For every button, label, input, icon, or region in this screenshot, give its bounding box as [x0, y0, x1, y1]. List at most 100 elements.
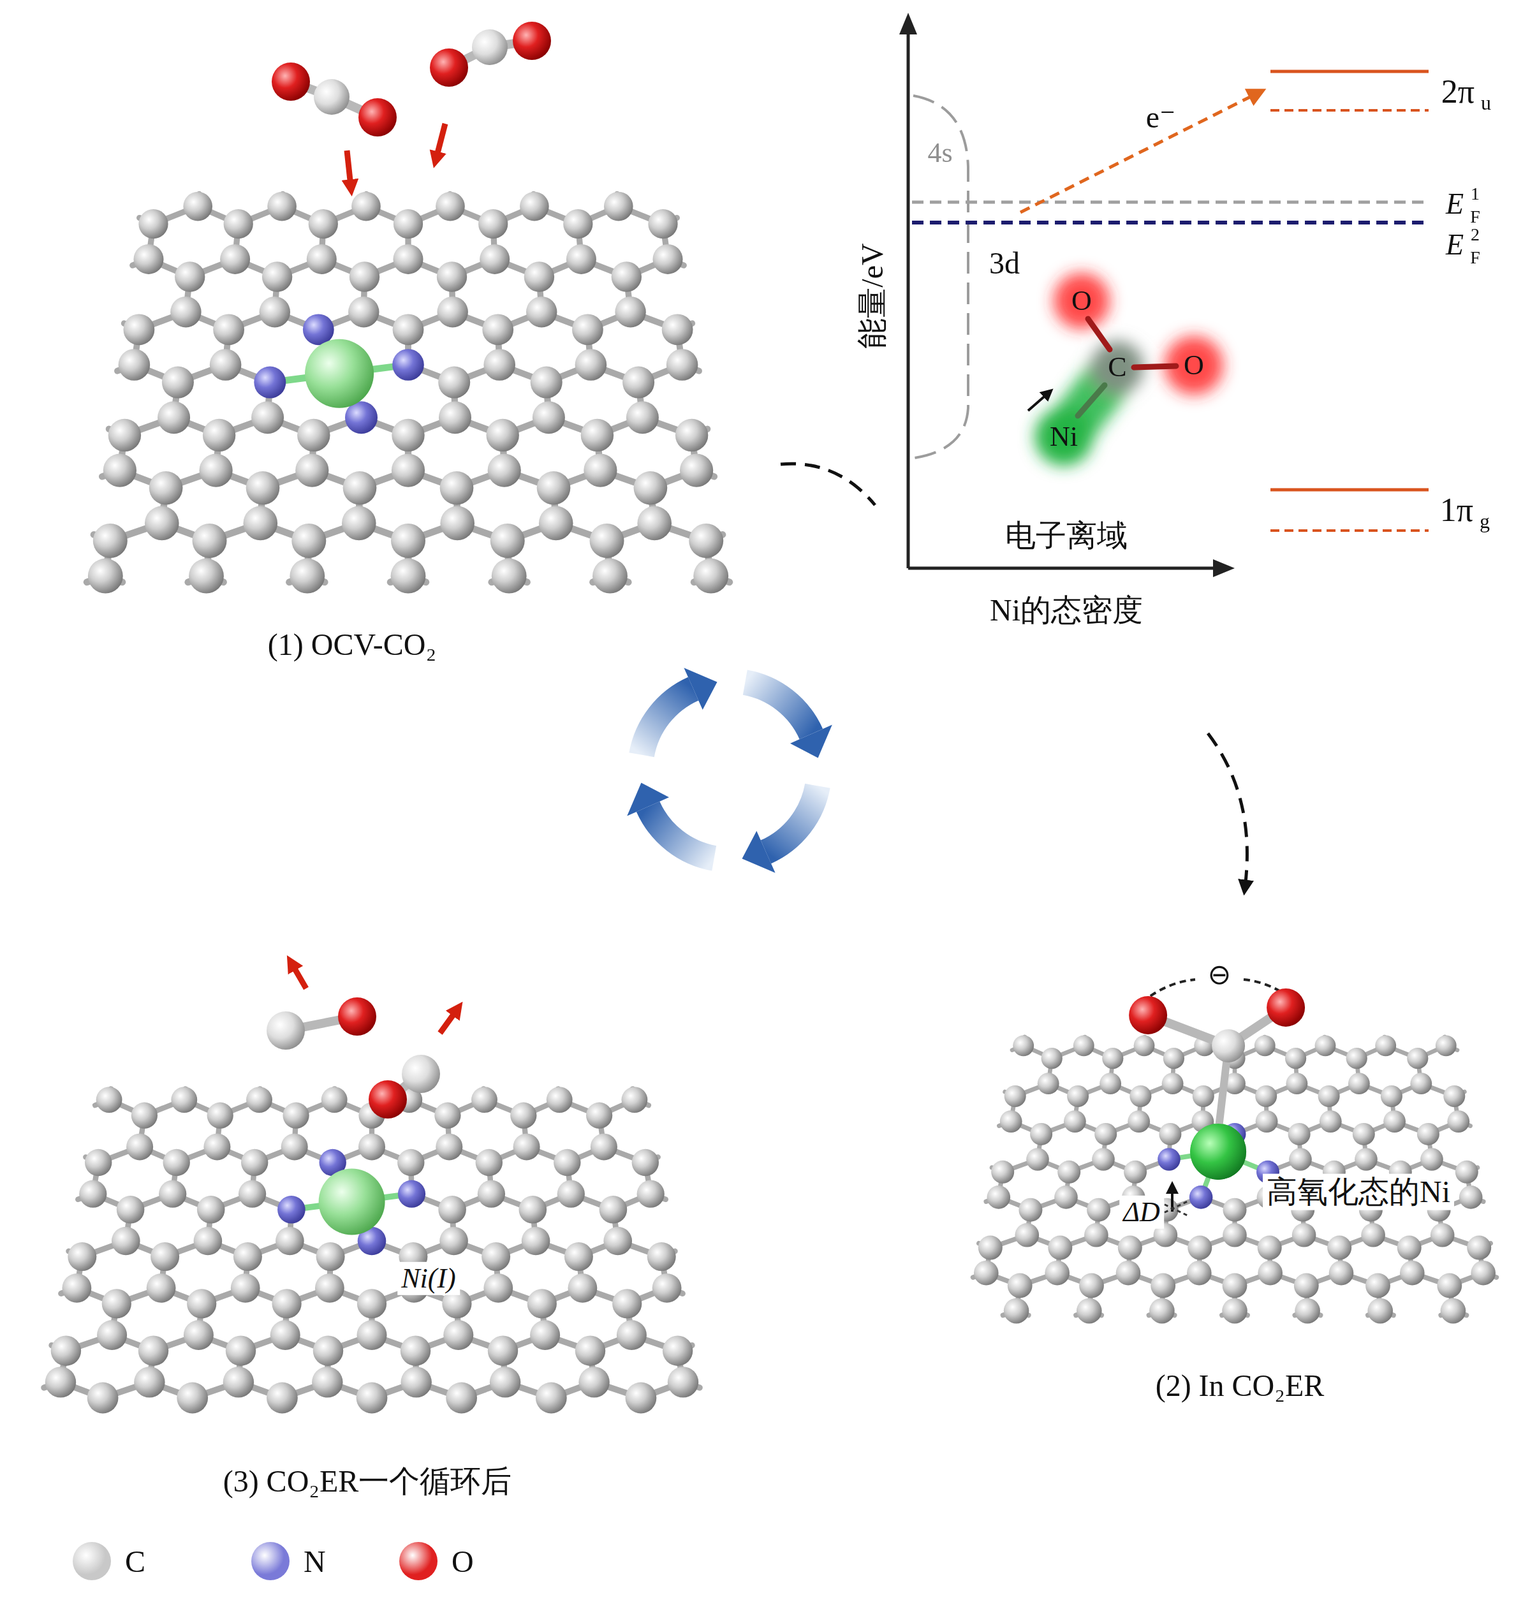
electron-transfer-arrow — [1020, 93, 1258, 213]
label: (1) OCV-CO₂ — [267, 628, 437, 663]
atom-sphere — [987, 1185, 1011, 1210]
atom-sphere — [1266, 988, 1305, 1027]
bond — [1088, 318, 1110, 350]
atom-sphere — [133, 1366, 165, 1398]
cycle-arrowhead — [742, 831, 776, 874]
atom-sphere — [1012, 1035, 1034, 1057]
atom-sphere — [521, 1227, 551, 1256]
label: e⁻ — [1146, 100, 1177, 135]
atom-sphere — [1430, 1223, 1455, 1248]
atom-sphere — [116, 1195, 145, 1224]
atom-sphere — [243, 506, 279, 541]
atom-sphere — [1047, 1235, 1073, 1261]
atom-sphere — [647, 1242, 677, 1272]
atom-sphere — [637, 1180, 665, 1208]
atom-sphere — [275, 1227, 305, 1256]
cycle-arc — [641, 688, 694, 756]
atom-sphere — [391, 419, 425, 452]
atom-sphere — [246, 471, 280, 506]
atom-sphere — [348, 296, 379, 328]
atom-sphere — [1399, 1260, 1425, 1286]
atom-sphere — [1410, 1072, 1432, 1095]
atom-sphere — [1211, 1029, 1245, 1063]
atom-sphere — [150, 1242, 180, 1272]
atom-sphere — [438, 366, 471, 399]
atom-sphere — [592, 558, 628, 594]
atom-sphere — [306, 244, 337, 275]
atom-sphere — [1329, 1260, 1354, 1286]
orbital-level — [1270, 529, 1429, 532]
atom-sphere — [477, 1180, 506, 1208]
atom-sphere — [295, 454, 329, 488]
atom-sphere — [1319, 1110, 1342, 1133]
atom-sphere — [1118, 1235, 1143, 1261]
legend-swatch — [399, 1542, 438, 1581]
atom-sphere — [1116, 1260, 1141, 1286]
atom-sphere — [393, 244, 424, 275]
atom-sphere — [401, 1366, 432, 1398]
atom-sphere — [440, 506, 475, 541]
atom-sphere — [526, 296, 557, 328]
label: F — [1470, 248, 1481, 268]
cycle-arc — [744, 682, 812, 735]
atom-sphere — [209, 348, 242, 381]
atom-sphere — [538, 506, 574, 541]
atom-sphere — [272, 1288, 302, 1319]
energy-diagram — [899, 12, 1429, 578]
atom-sphere — [316, 1242, 346, 1272]
atom-sphere — [1128, 996, 1168, 1035]
atom-sphere — [170, 1086, 198, 1113]
atom-sphere — [93, 523, 128, 559]
label: g — [1479, 510, 1490, 533]
atom-sphere — [688, 523, 724, 559]
atom-sphere — [1149, 1298, 1175, 1325]
glow-blob — [1034, 407, 1094, 467]
atom-sphere — [253, 366, 286, 399]
atom-sphere — [1054, 1185, 1078, 1210]
label: Ni的态密度 — [989, 593, 1143, 628]
axis-arrow — [1213, 559, 1235, 578]
label: E — [1445, 188, 1464, 221]
atom-sphere — [313, 79, 350, 115]
atom-sphere — [1286, 1072, 1309, 1095]
atom-sphere — [397, 1149, 425, 1177]
atom-sphere — [513, 1133, 541, 1161]
atom-sphere — [481, 1242, 511, 1272]
atom-sphere — [183, 191, 213, 222]
atom-sphere — [1192, 1085, 1215, 1108]
atom-sphere — [311, 1366, 343, 1398]
atom-sphere — [266, 1382, 298, 1414]
atom-sphere — [1380, 1085, 1403, 1108]
atom-sphere — [1294, 1298, 1321, 1325]
label: F — [1470, 207, 1481, 228]
atom-sphere — [603, 191, 634, 222]
atom-sphere — [1459, 1185, 1483, 1210]
atom-sphere — [1076, 1298, 1103, 1325]
atom-sphere — [62, 1273, 92, 1303]
atom-sphere — [487, 1336, 518, 1367]
cycle-arrowhead — [790, 724, 833, 758]
fermi-level — [912, 220, 1429, 225]
label: 高氧化态的Ni — [1262, 1174, 1455, 1211]
atom-sphere — [475, 1149, 503, 1177]
cycle-arrowhead — [626, 783, 670, 817]
atom-sphere — [524, 261, 555, 292]
co2-molecule — [1128, 988, 1305, 1063]
atom-sphere — [1288, 1123, 1311, 1146]
dos-curve — [913, 95, 969, 458]
atom-sphere — [1360, 1223, 1386, 1248]
atom-sphere — [88, 558, 124, 594]
atom-sphere — [1157, 1147, 1181, 1171]
atom-sphere — [483, 1273, 513, 1303]
label: (2) In CO₂ER — [1155, 1369, 1325, 1404]
atom-sphere — [590, 1133, 618, 1161]
atom-sphere — [1327, 1235, 1352, 1261]
legend-text: O — [451, 1544, 474, 1580]
atom-sphere — [1190, 1123, 1247, 1180]
atom-sphere — [586, 1102, 613, 1129]
atom-sphere — [183, 1320, 214, 1351]
dashed-arc — [780, 463, 876, 506]
atom-sphere — [223, 209, 254, 239]
cycle-arc — [765, 785, 818, 853]
atom-sphere — [1254, 1035, 1276, 1057]
